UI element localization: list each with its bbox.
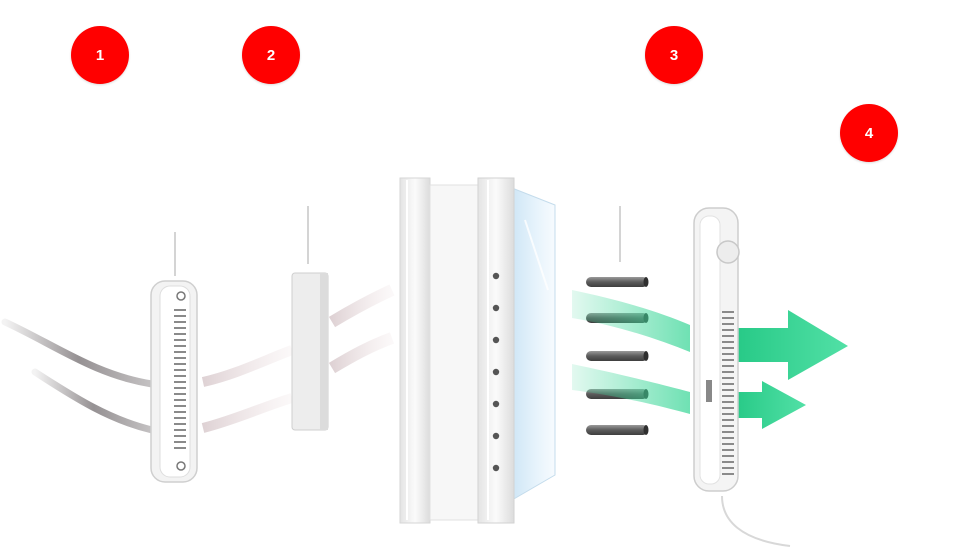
- air-tube-end: [643, 277, 649, 287]
- step-badge-3: 3: [645, 26, 703, 84]
- frame-hole: [492, 464, 500, 472]
- air-tube: [586, 425, 648, 435]
- step-badge-1: 1: [71, 26, 129, 84]
- inner-grille-part: [150, 280, 198, 483]
- air-tube-end: [643, 425, 649, 435]
- step-badge-4: 4: [840, 104, 898, 162]
- frame-hole: [492, 336, 500, 344]
- air-tube: [586, 351, 648, 361]
- outer-hood-part: [693, 207, 791, 547]
- frame-hole: [492, 400, 500, 408]
- air-tube: [586, 277, 648, 287]
- airflow-out-streams: [572, 290, 848, 429]
- air-tube-end: [643, 351, 649, 361]
- frame-hole: [492, 432, 500, 440]
- leader-lines: [174, 206, 621, 276]
- filter-pad-part: [291, 272, 329, 431]
- frame-hole: [492, 304, 500, 312]
- window-frame-part: [399, 177, 556, 524]
- frame-hole: [492, 272, 500, 280]
- airflow-in-streams: [1, 284, 395, 434]
- frame-hole: [492, 368, 500, 376]
- step-badge-2: 2: [242, 26, 300, 84]
